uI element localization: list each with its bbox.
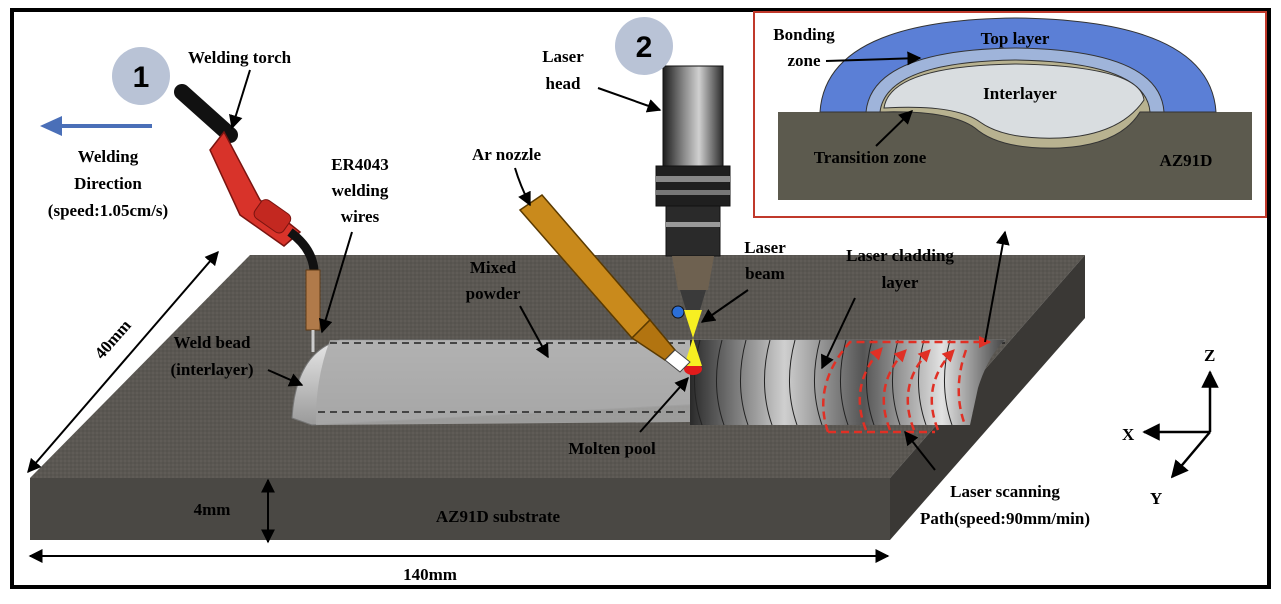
svg-text:Laser scanning: Laser scanning [950, 482, 1060, 501]
svg-text:Weld bead: Weld bead [174, 333, 252, 352]
svg-text:head: head [546, 74, 582, 93]
label-mixed-powder: Mixed powder [466, 258, 521, 303]
welding-direction-arrow [40, 116, 152, 136]
svg-text:Z: Z [1204, 346, 1215, 365]
plate-side [890, 255, 1085, 540]
laser-beam [684, 310, 702, 366]
laser-head [655, 65, 731, 319]
svg-text:Mixed: Mixed [470, 258, 517, 277]
laser-cladding-layer [690, 339, 1005, 426]
svg-text:Top layer: Top layer [981, 29, 1050, 48]
label-welding-torch: Welding torch [188, 48, 292, 67]
svg-text:(speed:1.05cm/s): (speed:1.05cm/s) [48, 201, 168, 220]
svg-text:Bonding: Bonding [773, 25, 835, 44]
svg-text:1: 1 [133, 61, 150, 94]
svg-text:wires: wires [341, 207, 380, 226]
svg-text:Transition zone: Transition zone [814, 148, 927, 167]
label-welding-direction: Welding Direction (speed:1.05cm/s) [48, 147, 168, 220]
coordinate-axes: Z X Y [1122, 346, 1219, 508]
svg-text:(interlayer): (interlayer) [170, 360, 253, 379]
svg-text:Laser: Laser [744, 238, 786, 257]
inset-substrate [778, 112, 1252, 200]
svg-text:X: X [1122, 425, 1135, 444]
svg-text:Welding: Welding [78, 147, 139, 166]
svg-text:2: 2 [636, 31, 653, 64]
label-er4043: ER4043 welding wires [331, 155, 389, 226]
svg-text:welding: welding [332, 181, 389, 200]
svg-text:zone: zone [787, 51, 821, 70]
inset-pointer-arrow [984, 230, 1010, 343]
label-laser-beam: Laser beam [744, 238, 786, 283]
badge-step-1: 1 [112, 47, 170, 105]
laser-scanning-path [822, 335, 992, 434]
svg-text:powder: powder [466, 284, 521, 303]
label-laser-scanning-path: Laser scanning Path(speed:90mm/min) [920, 482, 1090, 528]
label-ar-nozzle: Ar nozzle [472, 145, 542, 164]
svg-text:Interlayer: Interlayer [983, 84, 1057, 103]
cross-section-inset: Top layer Bonding zone Interlayer Transi… [753, 11, 1267, 218]
svg-text:Laser cladding: Laser cladding [846, 246, 954, 265]
label-substrate: AZ91D substrate [436, 507, 561, 526]
svg-text:ER4043: ER4043 [331, 155, 389, 174]
outer-frame [10, 8, 1271, 589]
svg-text:Path(speed:90mm/min): Path(speed:90mm/min) [920, 509, 1090, 528]
welding-torch [174, 84, 321, 352]
svg-text:Laser: Laser [542, 47, 584, 66]
plate-front [30, 478, 890, 540]
label-laser-head: Laser head [542, 47, 584, 93]
inset-label-bonding-zone: Bonding zone [773, 25, 835, 70]
svg-text:140mm: 140mm [403, 565, 457, 584]
svg-text:layer: layer [882, 273, 919, 292]
dimension-140mm: 140mm [28, 549, 890, 584]
svg-text:AZ91D: AZ91D [1160, 151, 1213, 170]
label-laser-cladding-layer: Laser cladding layer [846, 246, 954, 292]
badge-step-2: 2 [615, 17, 673, 75]
ar-nozzle [518, 194, 691, 373]
label-molten-pool: Molten pool [568, 439, 656, 458]
svg-text:Direction: Direction [74, 174, 142, 193]
svg-text:beam: beam [745, 264, 785, 283]
inset-interlayer [883, 63, 1145, 139]
dimension-4mm: 4mm [194, 478, 275, 544]
svg-text:Y: Y [1150, 489, 1162, 508]
svg-text:4mm: 4mm [194, 500, 231, 519]
